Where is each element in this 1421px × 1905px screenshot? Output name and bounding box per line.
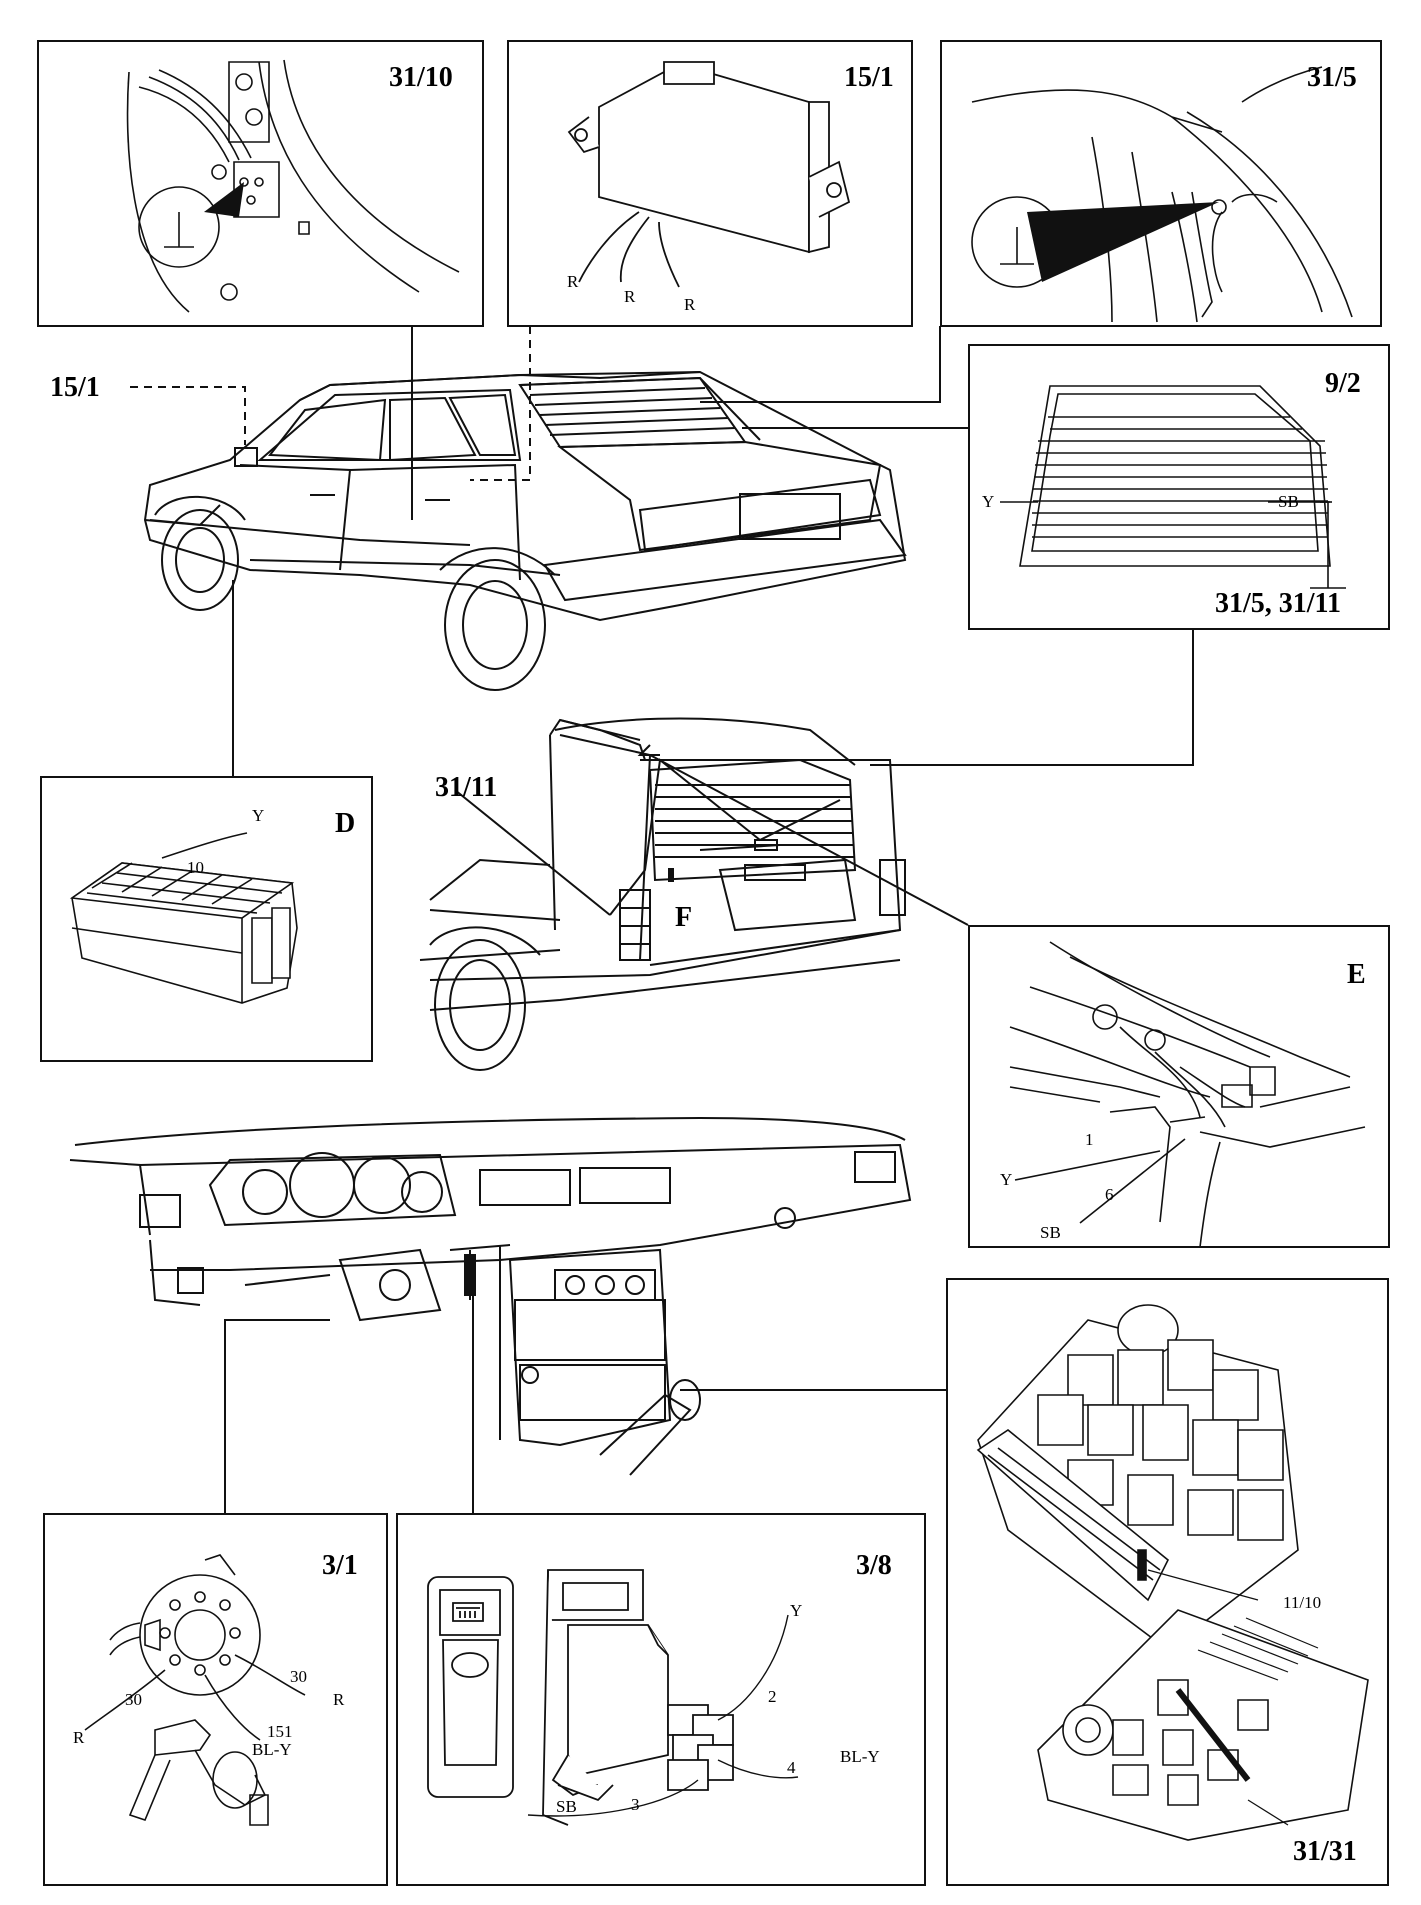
panel-3-1: 3/1 30 R 30 R 151 BL-Y <box>43 1513 388 1886</box>
pin-number-label: 4 <box>787 1758 796 1777</box>
panel-title: 9/2 <box>1325 368 1361 399</box>
panel-31-10: 31/10 <box>37 40 484 327</box>
wire-color-label: R <box>567 272 579 291</box>
pin-number-label: 30 <box>125 1690 142 1709</box>
pin-number-label: 1 <box>1085 1130 1094 1149</box>
wire-color-label: Y <box>1000 1170 1013 1189</box>
panel-title: 15/1 <box>844 62 894 93</box>
reference-15-1: 15/1 <box>50 372 100 403</box>
wire-color-label: BL-Y <box>252 1740 292 1759</box>
wire-color-label: R <box>333 1690 345 1709</box>
pin-number-label: 6 <box>1105 1185 1114 1204</box>
fuse-label: 11/10 <box>1283 1593 1322 1612</box>
pin-number-label: 2 <box>768 1687 777 1706</box>
panel-d: D Y 10 <box>40 776 373 1062</box>
panel-title: 3/8 <box>856 1550 892 1581</box>
pin-number-label: 3 <box>631 1795 640 1814</box>
panel-title: 31/31 <box>1293 1836 1357 1867</box>
wire-color-label: BL-Y <box>840 1747 880 1766</box>
view-f-label: F <box>675 902 693 933</box>
wire-color-label: R <box>624 287 636 306</box>
panel-15-1: 15/1 R R R <box>507 40 913 327</box>
panel-title: 31/10 <box>389 62 453 93</box>
panel-9-2: 9/2 Y SB 31/5, 31/11 <box>968 344 1390 630</box>
wire-color-label: R <box>684 295 696 314</box>
wire-color-label: SB <box>1040 1223 1061 1242</box>
pin-number-label: 30 <box>290 1667 307 1686</box>
panel-title: E <box>1347 959 1366 990</box>
panel-31-31: 11/10 31/31 <box>946 1278 1389 1886</box>
panel-31-5: 31/5 <box>940 40 1382 327</box>
panel-e: E 1 Y 6 SB <box>968 925 1390 1248</box>
pin-number-label: 10 <box>187 858 204 877</box>
wire-color-label: SB <box>1278 492 1299 511</box>
wire-color-label: Y <box>982 492 995 511</box>
wire-color-label: R <box>73 1728 85 1747</box>
ground-reference: 31/5, 31/11 <box>1215 588 1342 619</box>
wire-color-label: Y <box>790 1601 803 1620</box>
wire-color-label: Y <box>252 806 265 825</box>
panel-title: 31/5 <box>1307 62 1357 93</box>
pin-number-label: 151 <box>267 1722 293 1741</box>
panel-3-8: 3/8 Y 2 4 BL-Y SB 3 <box>396 1513 926 1886</box>
reference-31-11: 31/11 <box>435 772 498 803</box>
panel-title: D <box>335 808 356 839</box>
panel-title: 3/1 <box>322 1550 358 1581</box>
wire-color-label: SB <box>556 1797 577 1816</box>
